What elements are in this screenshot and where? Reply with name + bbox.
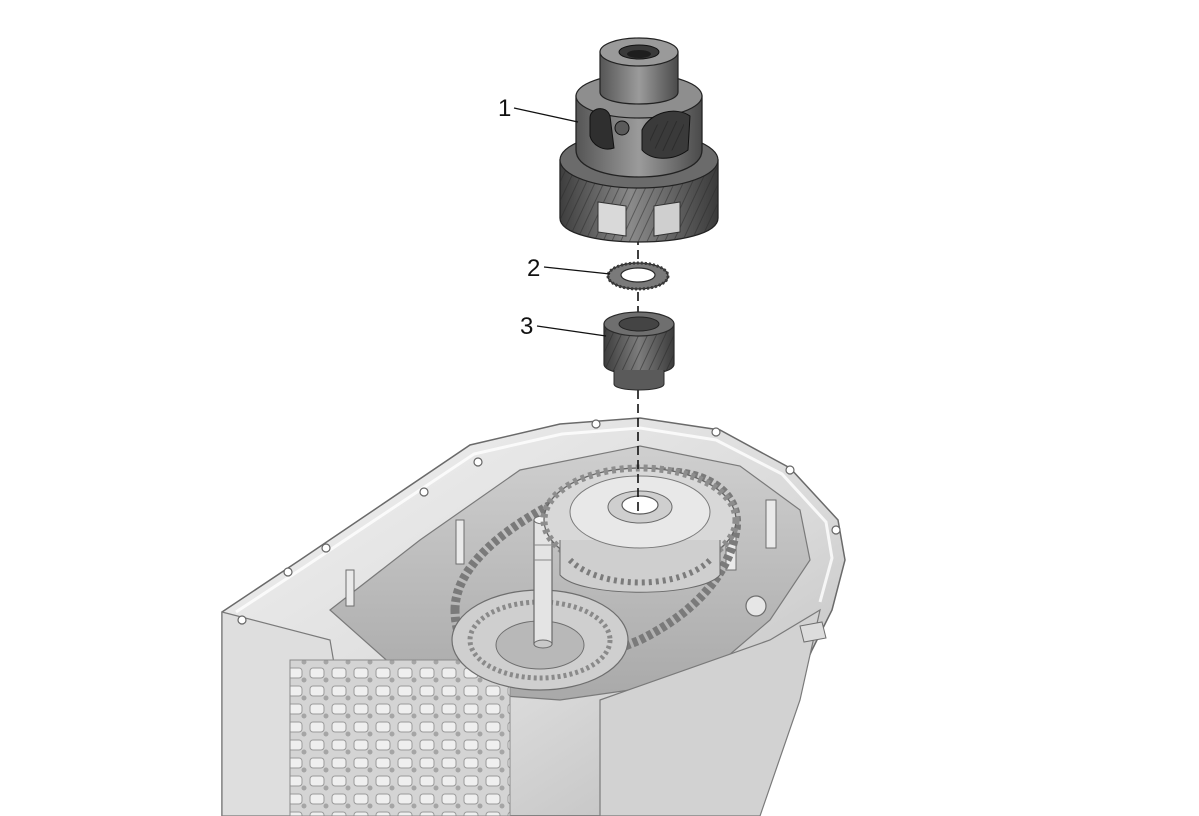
thrust-washer	[606, 261, 670, 291]
valve-body	[289, 659, 511, 816]
housing-right-pin	[799, 621, 827, 643]
callout-2: 2	[527, 255, 611, 282]
housing-right-side	[599, 608, 821, 816]
callout-2-label: 2	[527, 255, 540, 282]
callout-3: 3	[520, 313, 607, 340]
callout-1-label: 1	[498, 95, 511, 122]
driven-sprocket	[540, 464, 740, 593]
callout-1: 1	[498, 95, 579, 123]
housing-right-boss	[745, 595, 767, 617]
callout-3-label: 3	[520, 313, 533, 340]
flange-bolt-holes	[237, 419, 841, 625]
helical-gear	[603, 311, 675, 391]
callout-1-leader	[513, 107, 579, 123]
callout-3-leader	[536, 325, 607, 337]
housing-flange-rim	[235, 426, 834, 614]
callout-2-leader	[543, 266, 611, 275]
input-shaft	[533, 515, 553, 649]
differential-case	[559, 37, 719, 243]
